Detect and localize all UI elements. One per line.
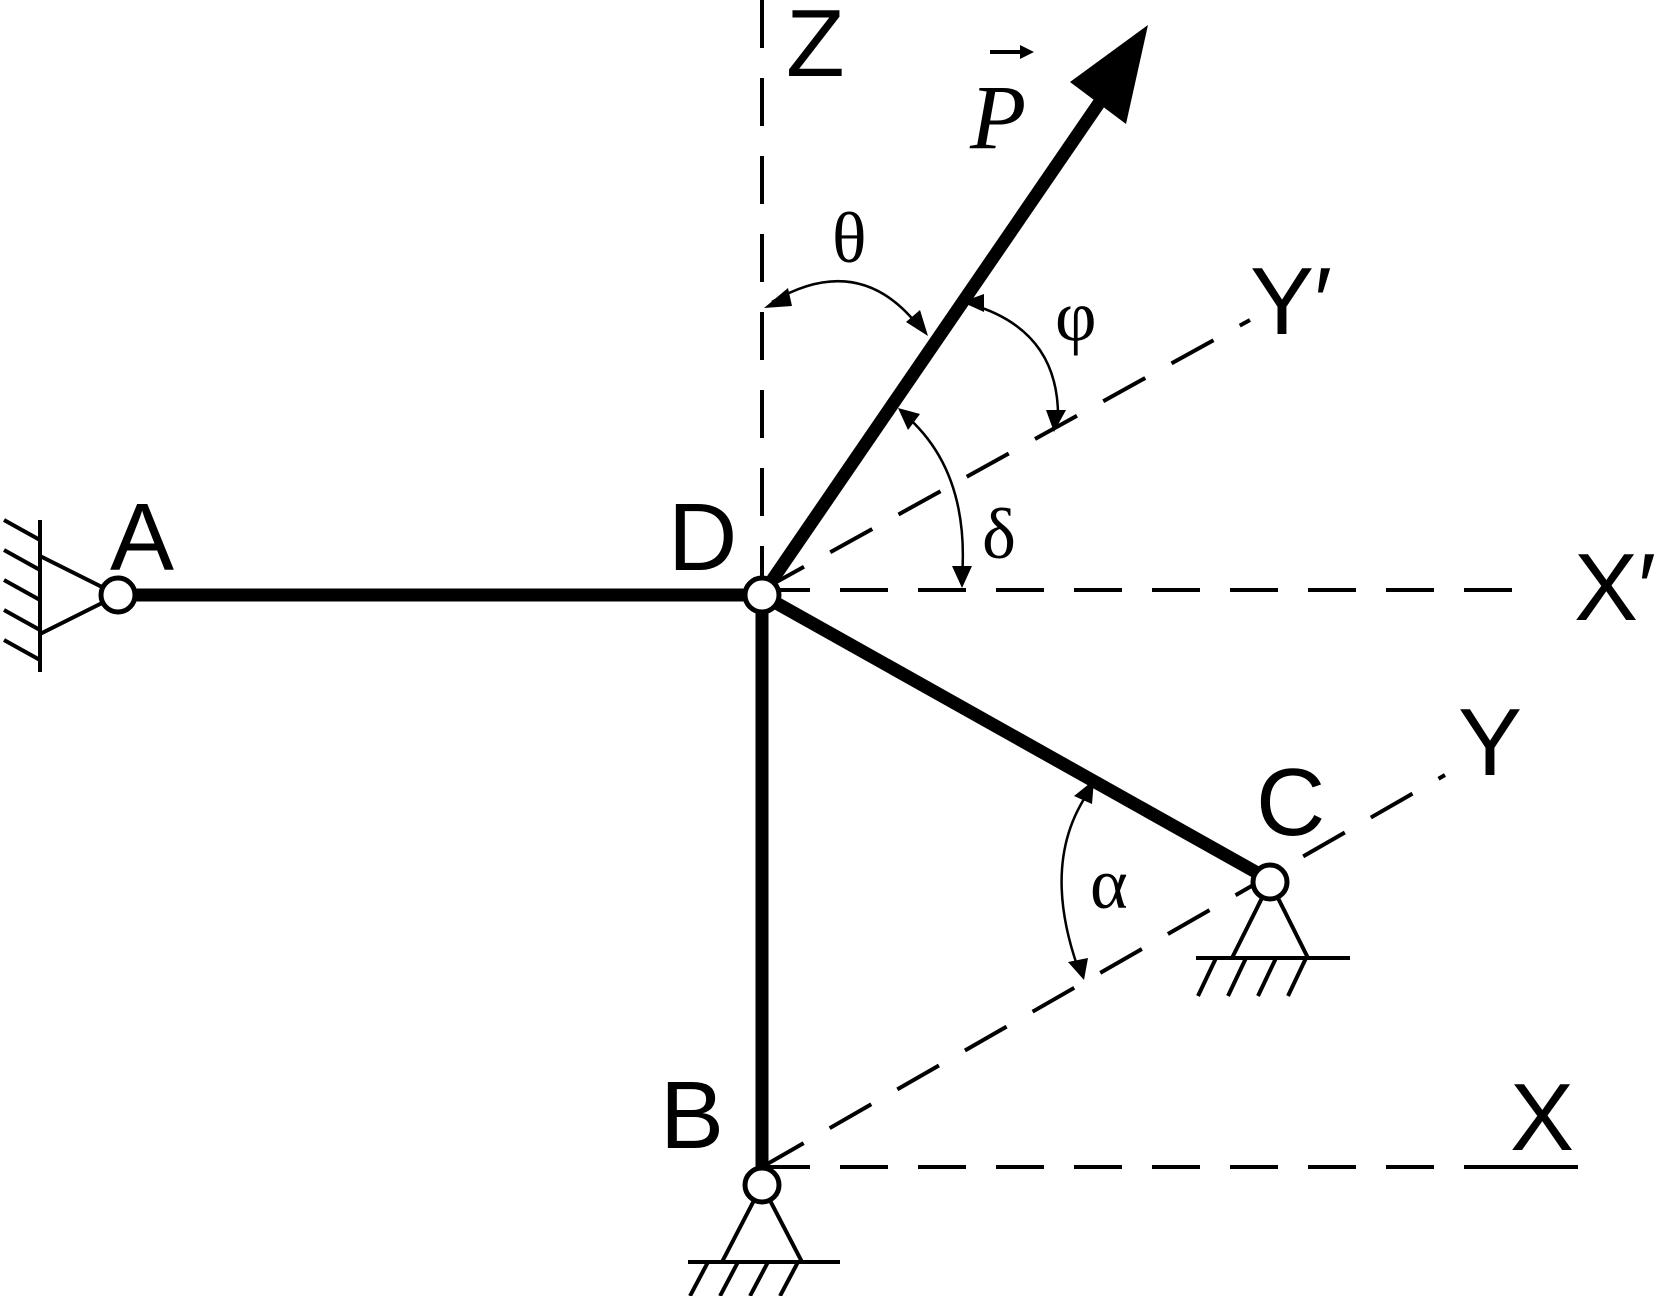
vector-arrow-head: [1020, 45, 1034, 59]
joints: [98, 575, 1290, 1205]
support-b-hatch: [778, 1261, 800, 1296]
label-axis-x: X: [1510, 1064, 1574, 1171]
label-c: C: [1256, 749, 1325, 856]
support-b-hatch: [688, 1261, 710, 1296]
alpha-arc: [1060, 789, 1092, 969]
support-a-hatch: [3, 578, 41, 602]
support-b-hatch: [748, 1261, 770, 1296]
support-c-hatch: [1256, 957, 1278, 997]
joint-c: [1250, 862, 1290, 902]
label-axis-y: Y: [1458, 689, 1522, 796]
y-prime-axis-line: [761, 318, 1251, 592]
force-vector-p: [755, 25, 1148, 602]
support-a-hatch: [3, 638, 41, 662]
label-axis-z: Z: [786, 0, 845, 97]
theta-arrow-z: [764, 288, 792, 308]
force-arrowhead: [1070, 25, 1148, 124]
delta-arc: [903, 413, 965, 579]
phi-arrow-y-prime: [1046, 410, 1066, 432]
label-b: B: [660, 1062, 724, 1169]
label-alpha: α: [1090, 844, 1128, 924]
label-a: A: [110, 484, 174, 591]
label-axis-y-prime: Y′: [1250, 248, 1332, 355]
label-phi: φ: [1055, 276, 1097, 356]
delta-arrow-x-prime: [952, 566, 972, 588]
alpha-arrow-dc: [1074, 780, 1094, 804]
label-theta: θ: [832, 198, 867, 278]
y-axis-line: [761, 773, 1446, 1169]
angle-arcs: [764, 280, 1094, 980]
label-force-p: P: [969, 66, 1026, 168]
angle-labels: θ φ δ α: [832, 198, 1128, 924]
force-shaft: [755, 83, 1115, 602]
support-c-hatch: [1286, 957, 1308, 997]
phi-arrow-p: [962, 294, 984, 312]
theta-arc: [771, 280, 921, 329]
labels: A D B C Z X′ Y′ Y X: [110, 0, 1656, 1171]
label-d: D: [668, 484, 737, 591]
theta-arrow-p: [906, 310, 928, 336]
support-a-hatch: [3, 518, 41, 542]
members: [111, 588, 1277, 1190]
support-c-hatch: [1196, 957, 1218, 997]
label-delta: δ: [982, 494, 1016, 574]
joint-a: [98, 575, 138, 615]
support-c-hatch: [1226, 957, 1248, 997]
alpha-arrow-y: [1068, 958, 1088, 980]
support-a-hatch: [3, 608, 41, 632]
force-label: P: [969, 45, 1034, 168]
axes: [760, 0, 1578, 1169]
support-b-hatch: [718, 1261, 740, 1296]
member-dc: [755, 588, 1277, 887]
delta-arrow-p: [898, 408, 920, 430]
joint-d: [742, 575, 782, 615]
joint-b: [742, 1165, 782, 1205]
label-axis-x-prime: X′: [1574, 534, 1656, 641]
support-a-hatch: [3, 548, 41, 572]
phi-arc: [969, 302, 1060, 421]
